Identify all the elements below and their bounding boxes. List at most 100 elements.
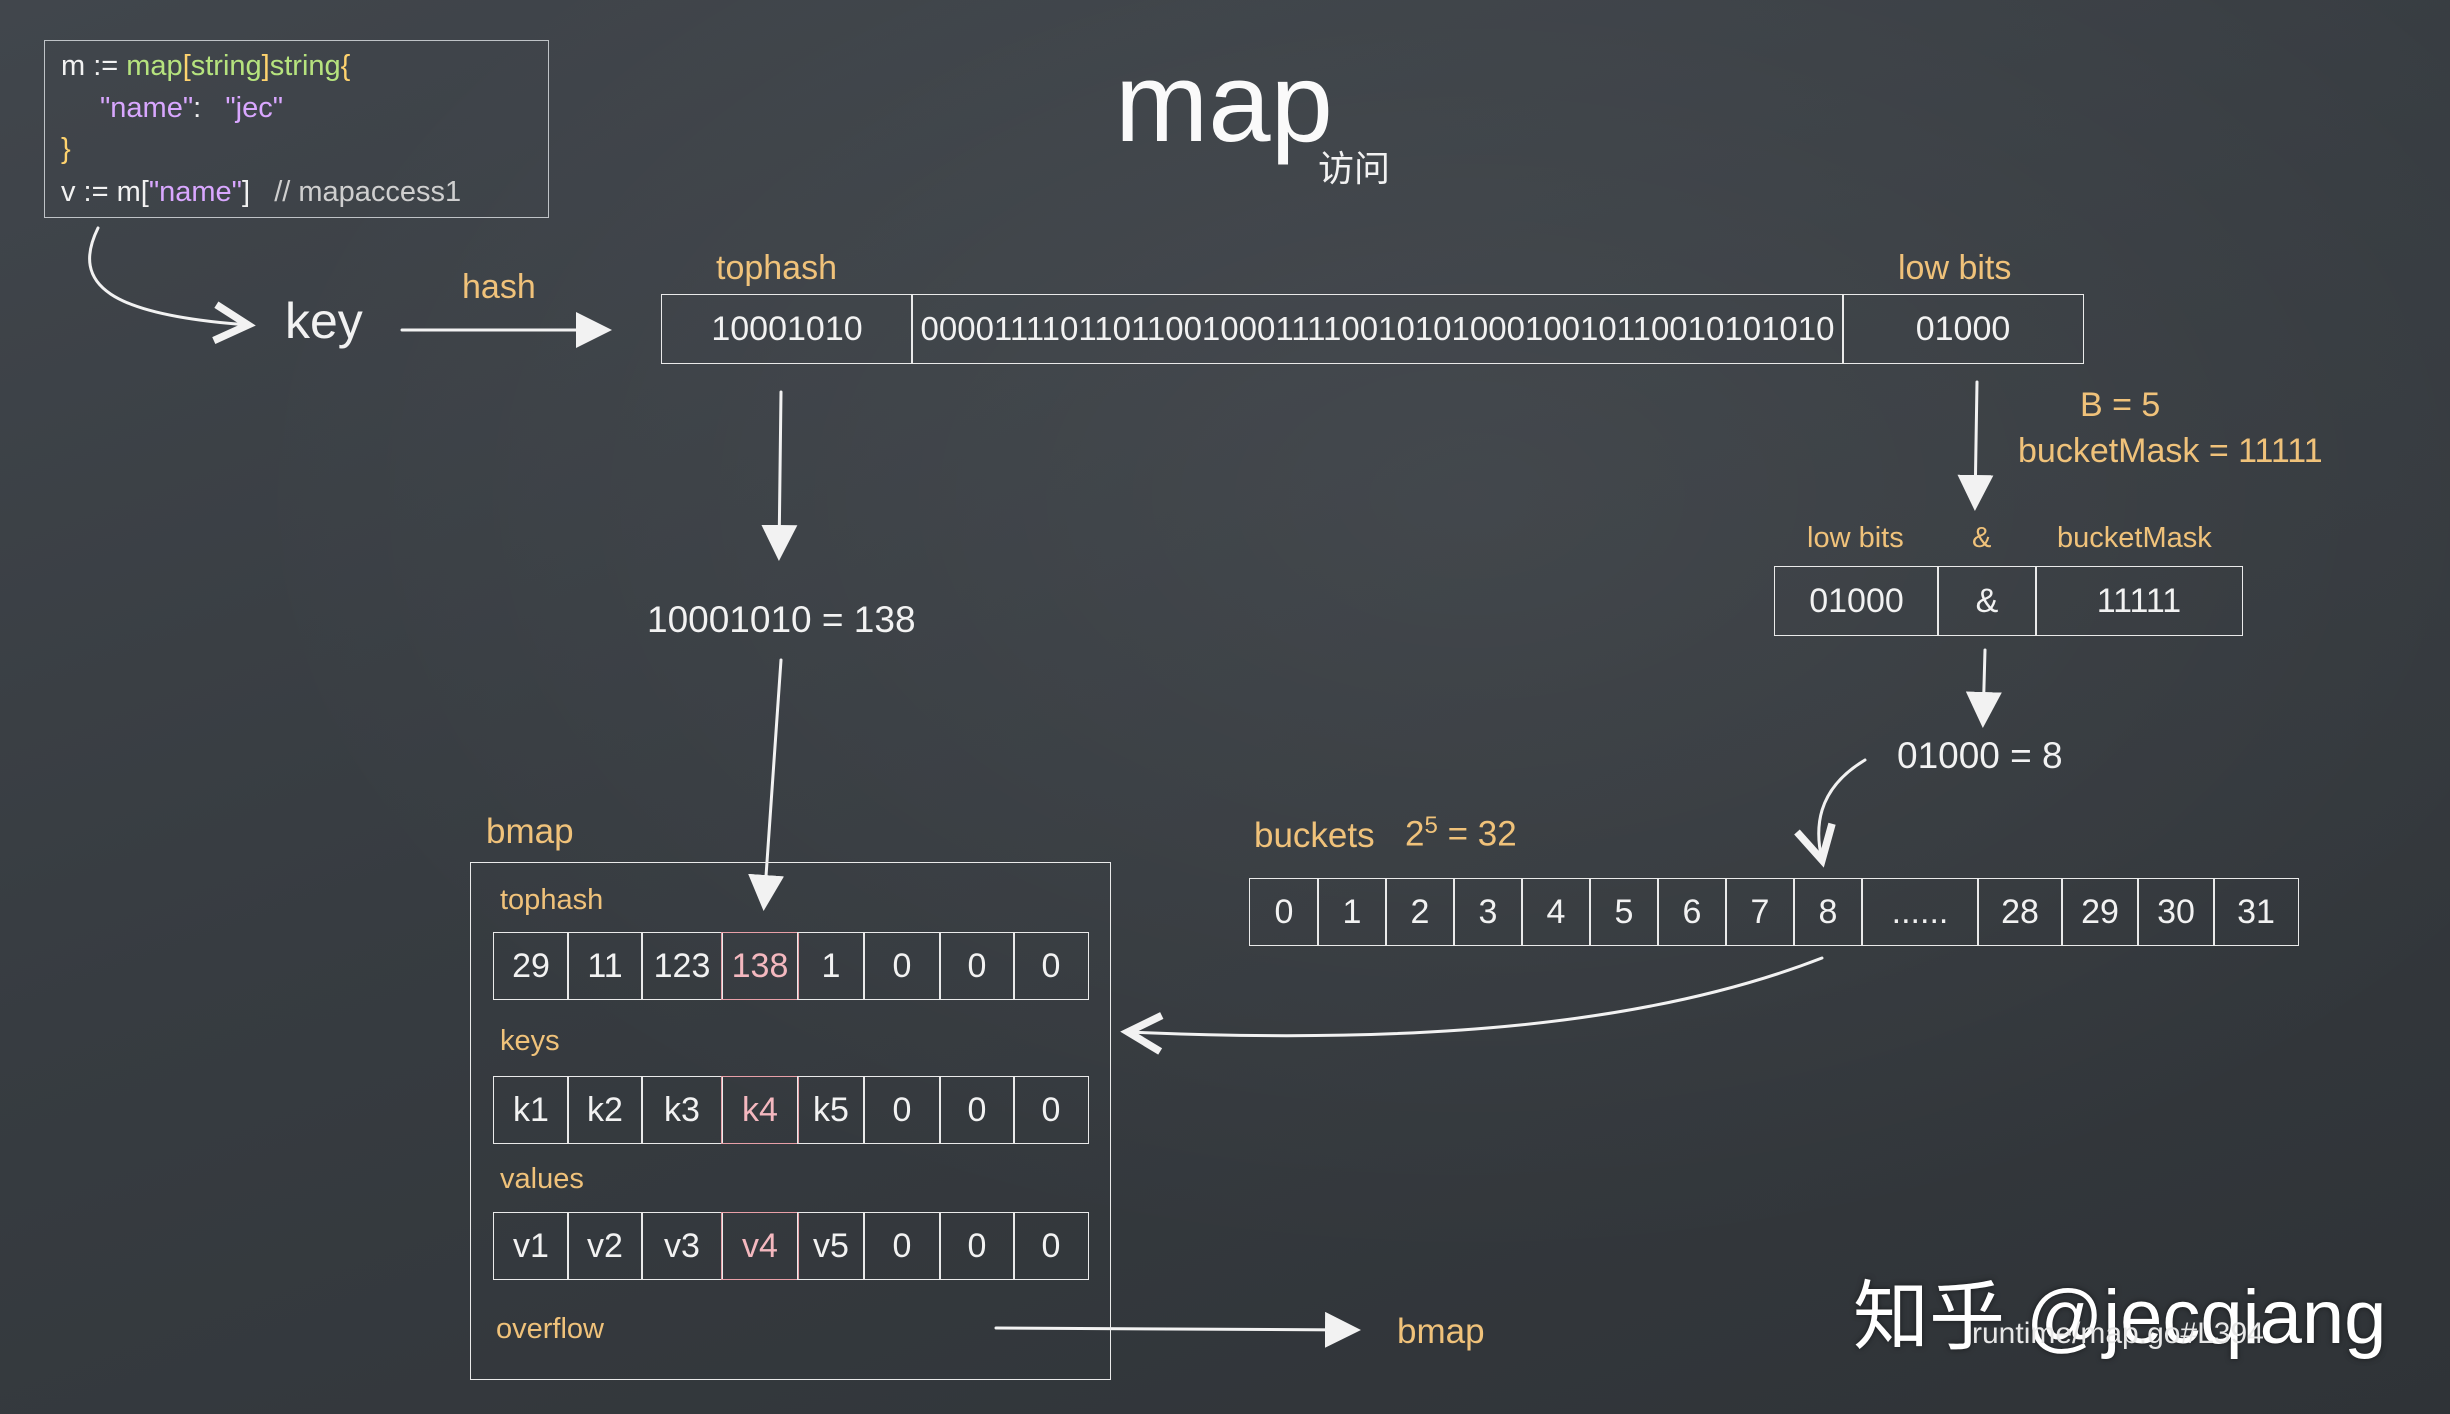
138-to-bmap-arrow xyxy=(748,658,785,911)
code-line-3: } xyxy=(61,133,71,166)
code-token: : xyxy=(193,92,202,124)
lowbits-down-arrow xyxy=(1957,380,1994,511)
bmap-values-cell: 0 xyxy=(863,1212,941,1280)
bucket-cell: 28 xyxy=(1977,878,2063,946)
key-label: key xyxy=(285,293,363,349)
and-bucketmask-cell: 11111 xyxy=(2035,566,2243,636)
code-token: string xyxy=(269,50,341,82)
and-lowbits-cell: 01000 xyxy=(1774,566,1939,636)
and-header-bucketmask: bucketMask xyxy=(2057,522,2212,554)
bmap-tophash-cell: 0 xyxy=(1013,932,1089,1000)
hash-lowbits-cell: 01000 xyxy=(1842,294,2084,364)
bucket-cell: 30 xyxy=(2137,878,2215,946)
code-token: [ xyxy=(182,50,191,82)
code-line-4: v := m["name"] // mapaccess1 xyxy=(61,176,461,209)
hash-middle-text: 0000111101101100100011110010101000100101… xyxy=(920,310,1835,347)
bmap-title: bmap xyxy=(486,812,574,851)
code-token: string xyxy=(190,50,262,82)
bmap-values-cell: v2 xyxy=(567,1212,643,1280)
code-token: "name" xyxy=(148,176,242,208)
bmap-tophash-cell: 138 xyxy=(721,932,799,1000)
bmap-tophash-cell: 0 xyxy=(939,932,1015,1000)
buckets-power-base: 2 xyxy=(1405,814,1425,854)
bmap-keys-cell: k4 xyxy=(721,1076,799,1144)
bmap-tophash-cell: 1 xyxy=(797,932,865,1000)
code-comment: // mapaccess1 xyxy=(274,176,462,208)
bmap-tophash-cell: 0 xyxy=(863,932,941,1000)
and-op-cell: & xyxy=(1937,566,2037,636)
code-to-key-arrow xyxy=(88,226,256,344)
bucket-cell: 29 xyxy=(2061,878,2139,946)
bucket-cell: 5 xyxy=(1589,878,1659,946)
bmap-values-cell: v5 xyxy=(797,1212,865,1280)
lowbits-header: low bits xyxy=(1898,249,2012,287)
bmap-tophash-cell: 11 xyxy=(567,932,643,1000)
bmap-values-label: values xyxy=(500,1163,584,1195)
and-down-arrow xyxy=(1965,648,2002,728)
hash-label: hash xyxy=(462,268,536,306)
code-token: "name" xyxy=(100,92,194,124)
bmap-box xyxy=(470,862,1111,1380)
bmap-tophash-label: tophash xyxy=(500,884,604,916)
bmap-keys-cell: k5 xyxy=(797,1076,865,1144)
hash-middle-cell: 0000111101101100100011110010101000100101… xyxy=(911,294,1844,364)
code-line-2: "name": "jec" xyxy=(100,92,283,125)
source-reference: runtime/map.go#L394 xyxy=(1972,1317,2264,1350)
bucket-cell: 31 xyxy=(2213,878,2299,946)
bmap-values-cell: 0 xyxy=(1013,1212,1089,1280)
and-bucketmask-text: 11111 xyxy=(2096,581,2182,620)
bucket-cell: 8 xyxy=(1793,878,1863,946)
tophash-header: tophash xyxy=(716,249,837,287)
code-token: } xyxy=(61,133,71,165)
bmap-tophash-cell: 123 xyxy=(641,932,723,1000)
bmap-values-cell: v1 xyxy=(493,1212,569,1280)
buckets-power-exp: 5 xyxy=(1424,812,1438,839)
code-token: ] xyxy=(261,50,270,82)
buckets-power: 25 = 32 xyxy=(1405,812,1517,855)
hash-lowbits-text: 01000 xyxy=(1915,309,2011,348)
overflow-target-label: bmap xyxy=(1397,1312,1485,1351)
watermark: 知乎 @jecqiang xyxy=(1853,1275,2387,1360)
bucket-cell: 0 xyxy=(1249,878,1319,946)
page-subtitle: 访问 xyxy=(1318,148,1391,189)
bmap-values-cell: v4 xyxy=(721,1212,799,1280)
overflow-arrow xyxy=(994,1311,1361,1348)
code-token: { xyxy=(340,50,351,82)
buckets-power-rest: = 32 xyxy=(1447,814,1517,854)
bucket-cell: 6 xyxy=(1657,878,1727,946)
bmap-overflow-label: overflow xyxy=(496,1313,604,1345)
bucket-cell: 3 xyxy=(1453,878,1523,946)
bucket-cell: 4 xyxy=(1521,878,1591,946)
code-box xyxy=(44,40,549,218)
bucket-index-result: 01000 = 8 xyxy=(1897,735,2063,776)
bucket-cell: 7 xyxy=(1725,878,1795,946)
code-token: m := xyxy=(61,50,127,82)
code-token: ] xyxy=(241,176,251,208)
bmap-keys-cell: 0 xyxy=(1013,1076,1089,1144)
code-line-1: m := map[string]string{ xyxy=(61,50,350,83)
and-op-text: & xyxy=(1975,581,1999,620)
bucket-cell: ...... xyxy=(1861,878,1979,946)
and-header-lowbits: low bits xyxy=(1807,522,1904,554)
bucket-cell: 2 xyxy=(1385,878,1455,946)
b-equation: B = 5 xyxy=(2080,386,2161,424)
bmap-keys-cell: 0 xyxy=(863,1076,941,1144)
and-lowbits-text: 01000 xyxy=(1809,581,1904,620)
code-token: v := m[ xyxy=(61,176,149,208)
hash-tophash-cell: 10001010 xyxy=(661,294,913,364)
bucketmask-equation: bucketMask = 11111 xyxy=(2018,432,2323,470)
bucket-cell: 1 xyxy=(1317,878,1387,946)
bmap-keys-cell: k2 xyxy=(567,1076,643,1144)
bmap-keys-cell: k1 xyxy=(493,1076,569,1144)
buckets-label: buckets xyxy=(1254,816,1375,855)
code-token: "jec" xyxy=(225,92,284,124)
bmap-keys-cell: k3 xyxy=(641,1076,723,1144)
bmap-values-cell: v3 xyxy=(641,1212,723,1280)
bmap-keys-cell: 0 xyxy=(939,1076,1015,1144)
bmap-tophash-cell: 29 xyxy=(493,932,569,1000)
tophash-value-result: 10001010 = 138 xyxy=(647,599,916,640)
tophash-down-arrow xyxy=(761,390,798,561)
code-token: map xyxy=(126,50,183,82)
